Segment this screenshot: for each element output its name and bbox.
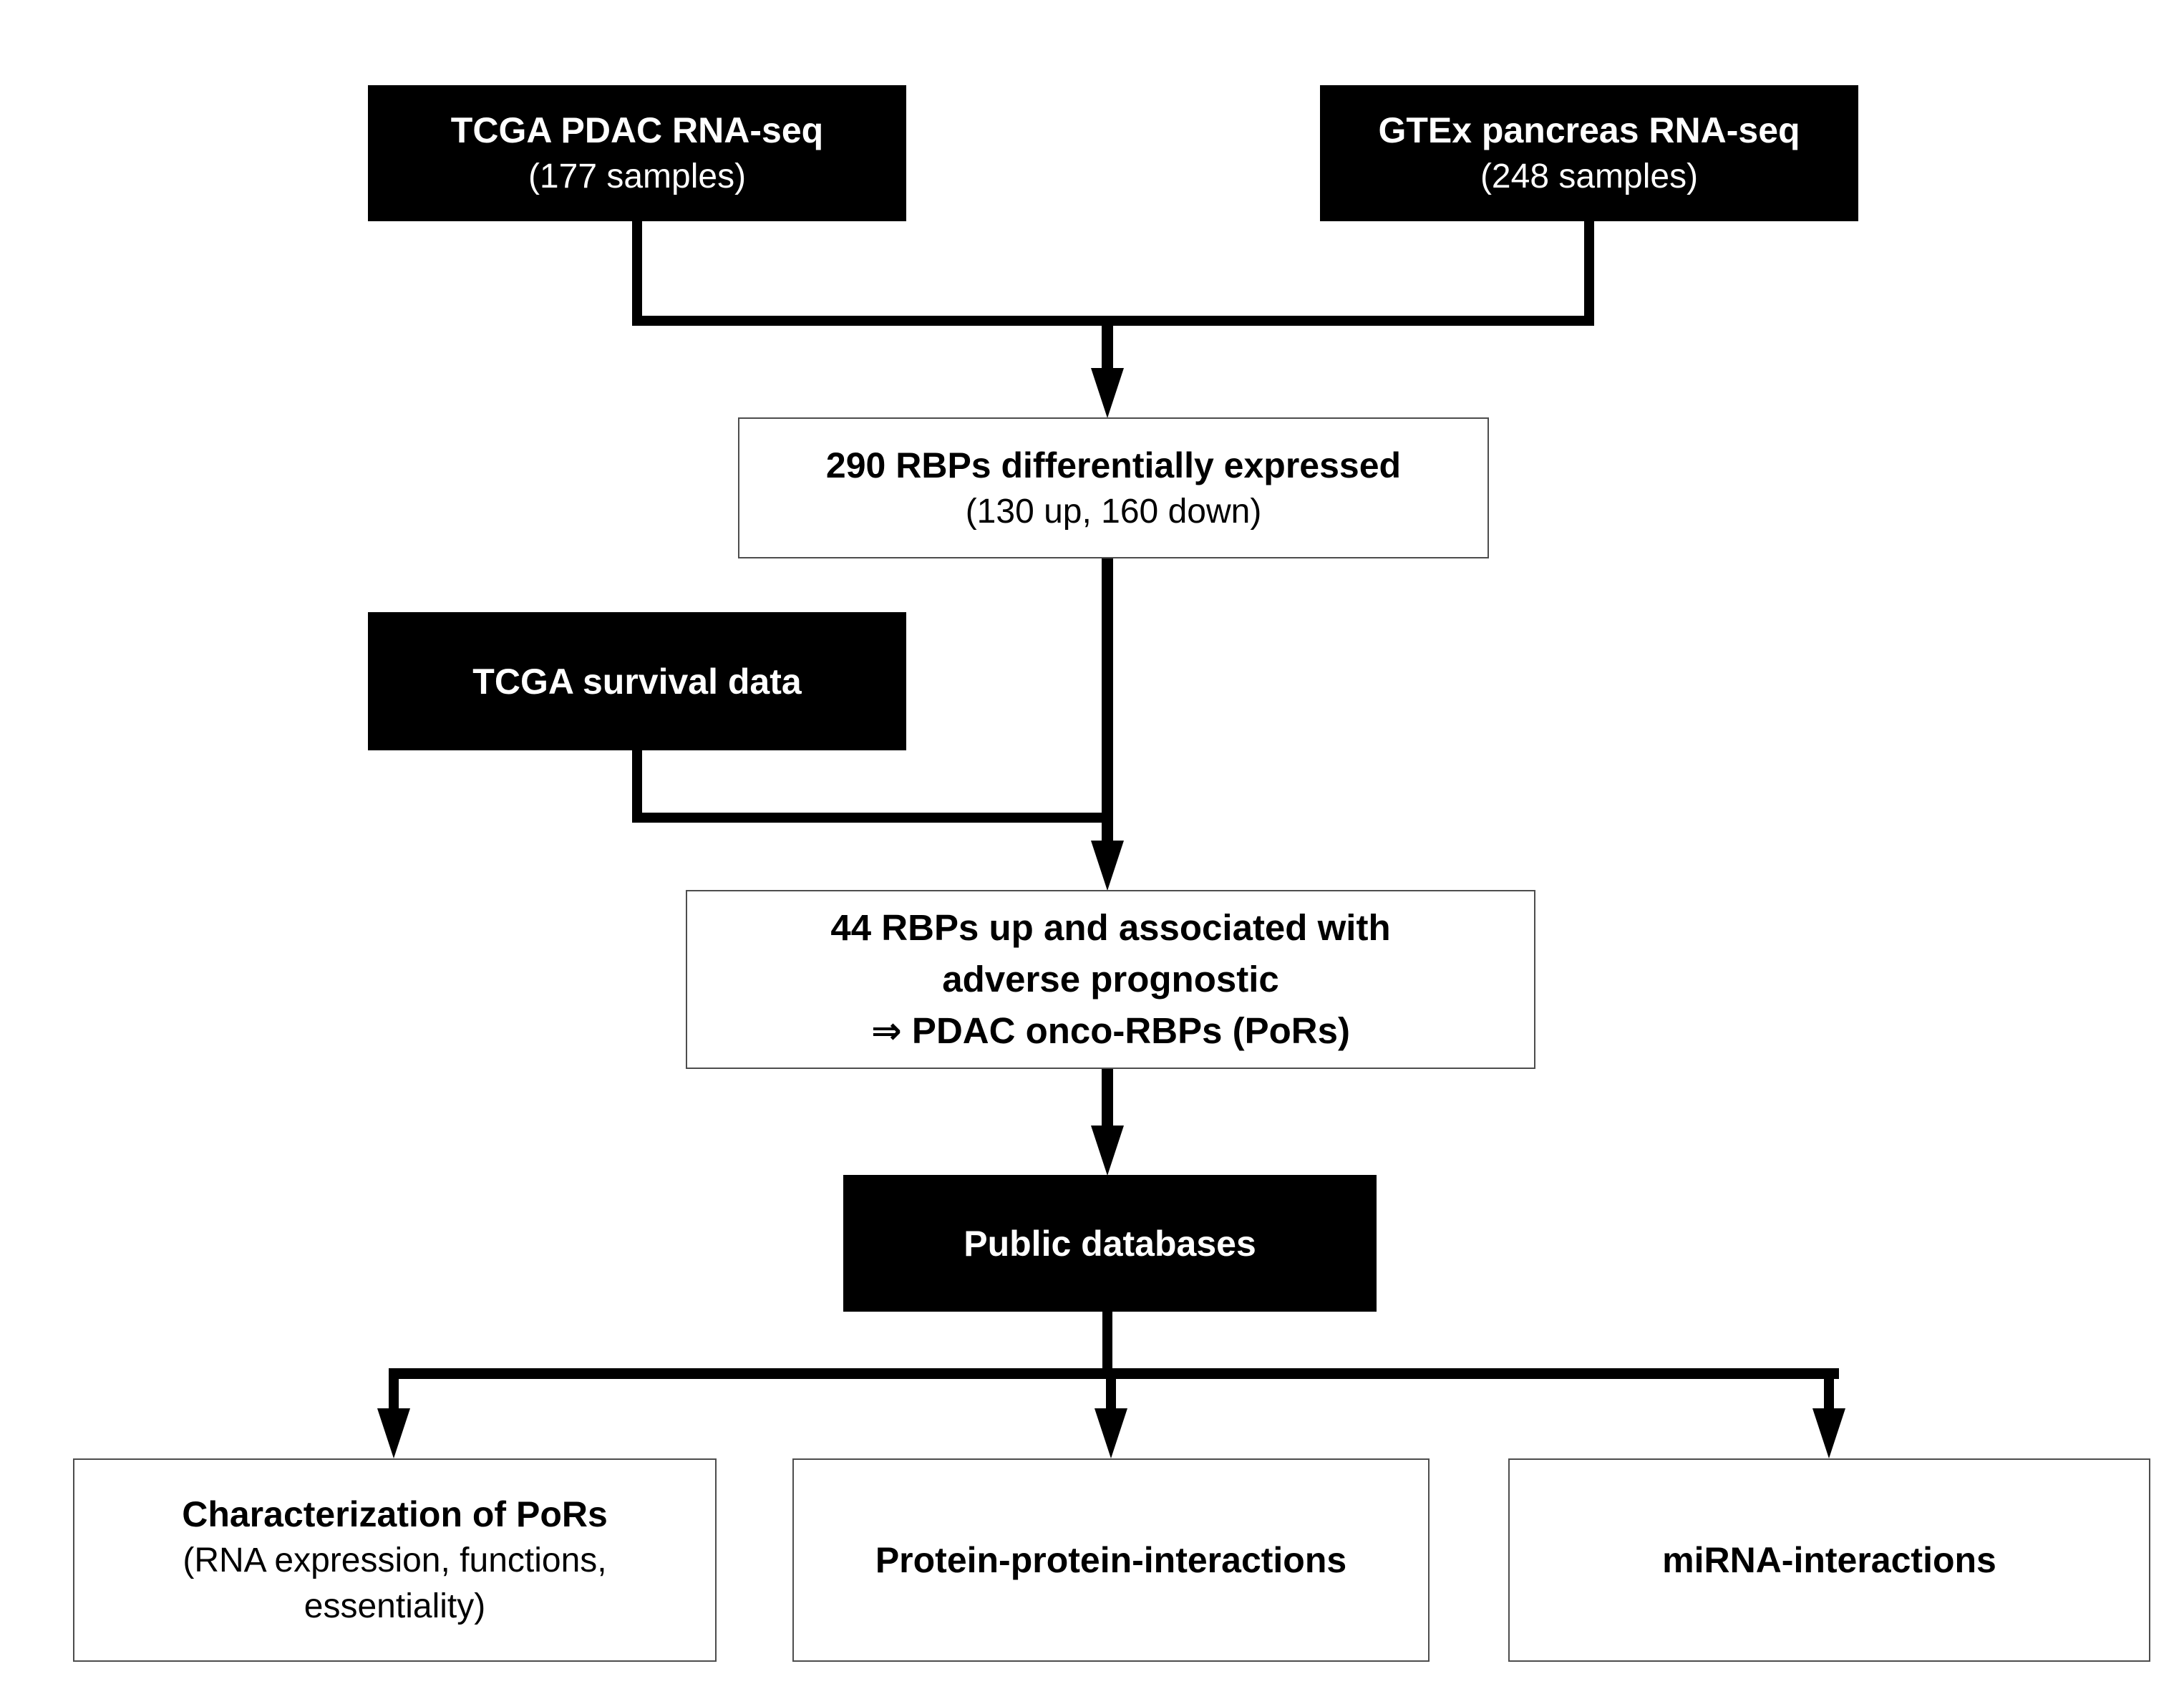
node-title: TCGA PDAC RNA-seq: [450, 110, 824, 150]
node-line-3: essentiality): [304, 1587, 486, 1625]
connector-branch-bar: [389, 1368, 1839, 1379]
node-tcga-pdac-rna-seq: TCGA PDAC RNA-seq (177 samples): [368, 85, 906, 221]
node-line-3: ⇒ PDAC onco-RBPs (PoRs): [871, 1010, 1350, 1051]
node-subtitle: (177 samples): [528, 158, 747, 195]
connector-de-rbps-to-pors: [1102, 557, 1113, 842]
node-title: 290 RBPs differentially expressed: [825, 445, 1402, 485]
connector-survival-merge: [632, 813, 1113, 823]
node-line-2: (RNA expression, functions,: [183, 1541, 607, 1579]
connector-pors-to-public-db: [1102, 1068, 1113, 1132]
node-title: Protein-protein-interactions: [875, 1540, 1347, 1580]
arrow-down-head-icon: [1091, 1126, 1124, 1176]
connector-branch-middle: [1106, 1375, 1116, 1409]
connector-gtex-to-join: [1584, 218, 1594, 326]
connector-branch-left: [389, 1375, 399, 1409]
node-subtitle: (130 up, 160 down): [965, 492, 1262, 531]
node-title: Characterization of PoRs: [182, 1494, 608, 1534]
arrow-down-head-icon: [1091, 368, 1124, 418]
connector-join-to-de-rbps: [1102, 321, 1113, 371]
node-characterization-of-pors: Characterization of PoRs (RNA expression…: [73, 1458, 717, 1662]
node-subtitle: (248 samples): [1480, 158, 1699, 195]
node-gtex-pancreas-rna-seq: GTEx pancreas RNA-seq (248 samples): [1320, 85, 1858, 221]
arrow-down-head-icon: [1091, 841, 1124, 891]
node-title: miRNA-interactions: [1662, 1540, 1996, 1580]
connector-tcga-to-join: [632, 218, 642, 326]
node-tcga-survival-data: TCGA survival data: [368, 612, 906, 750]
node-title: GTEx pancreas RNA-seq: [1378, 110, 1800, 150]
arrow-down-head-icon: [1095, 1408, 1127, 1458]
node-line-2: adverse prognostic: [942, 959, 1279, 1000]
connector-public-db-down: [1102, 1310, 1112, 1378]
node-public-databases: Public databases: [843, 1175, 1377, 1312]
node-mirna-interactions: miRNA-interactions: [1508, 1458, 2150, 1662]
arrow-down-head-icon: [377, 1408, 410, 1458]
node-protein-protein-interactions: Protein-protein-interactions: [792, 1458, 1430, 1662]
node-pdac-onco-rbps: 44 RBPs up and associated with adverse p…: [686, 890, 1535, 1069]
node-line-1: 44 RBPs up and associated with: [830, 907, 1391, 948]
connector-branch-right: [1824, 1375, 1834, 1409]
node-title: TCGA survival data: [472, 661, 802, 702]
connector-join-bar: [632, 316, 1594, 326]
arrow-down-head-icon: [1812, 1408, 1845, 1458]
node-differentially-expressed-rbps: 290 RBPs differentially expressed (130 u…: [738, 417, 1489, 558]
connector-survival-down: [632, 749, 642, 823]
node-title: Public databases: [964, 1223, 1256, 1264]
